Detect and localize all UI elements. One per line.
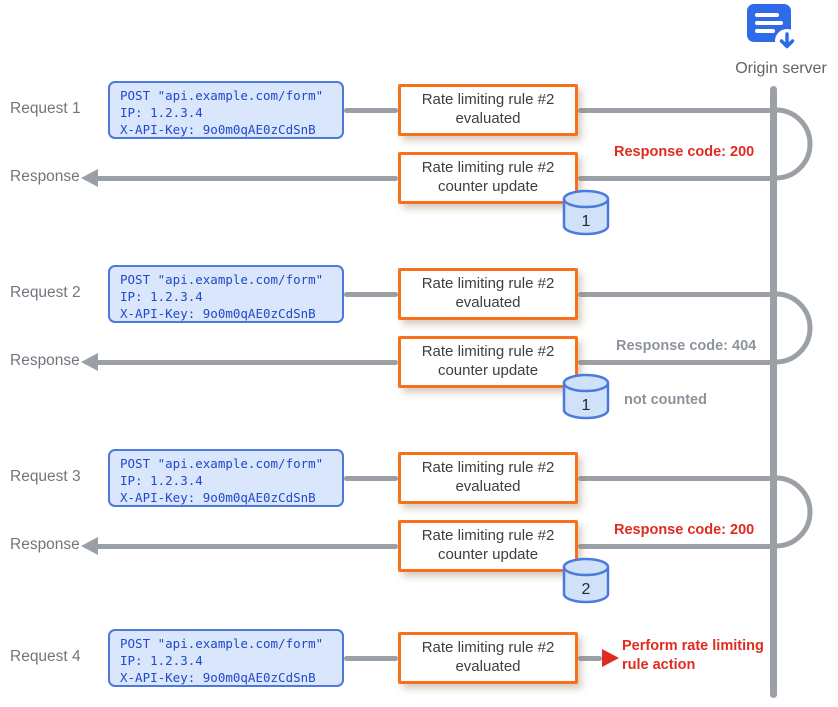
counter-update-box-1: Rate limiting rule #2 counter update bbox=[398, 152, 578, 204]
rule-box-title: Rate limiting rule #2 bbox=[421, 343, 555, 361]
rule-evaluated-box-3: Rate limiting rule #2 evaluated bbox=[398, 452, 578, 504]
rule-box-step: counter update bbox=[437, 178, 539, 195]
request-card-1: POST "api.example.com/form" IP: 1.2.3.4 … bbox=[108, 81, 344, 139]
response-arrow-icon bbox=[81, 537, 98, 555]
counter-database-icon-2: 1 bbox=[560, 372, 612, 422]
request-card-2: POST "api.example.com/form" IP: 1.2.3.4 … bbox=[108, 265, 344, 323]
lane-label-request-3: Request 3 bbox=[10, 468, 81, 485]
web-server-icon bbox=[744, 2, 800, 59]
rule-box-title: Rate limiting rule #2 bbox=[421, 91, 555, 109]
connector-line bbox=[96, 176, 398, 181]
counter-value: 2 bbox=[582, 581, 591, 598]
lane-label-response-1: Response bbox=[10, 168, 80, 185]
request-line-post: POST "api.example.com/form" bbox=[120, 456, 324, 471]
server-lifeline bbox=[770, 86, 777, 698]
connector-line bbox=[578, 476, 772, 481]
request-line-api-key: X-API-Key: 9o0m0qAE0zCdSnB bbox=[120, 670, 316, 685]
request-line-post: POST "api.example.com/form" bbox=[120, 88, 324, 103]
connector-line bbox=[578, 656, 602, 661]
request-line-api-key: X-API-Key: 9o0m0qAE0zCdSnB bbox=[120, 490, 316, 505]
connector-line bbox=[96, 360, 398, 365]
response-code-note-3: Response code: 200 bbox=[614, 522, 755, 538]
lane-label-request-4: Request 4 bbox=[10, 648, 81, 665]
lane-label-response-3: Response bbox=[10, 536, 80, 553]
rule-evaluated-box-1: Rate limiting rule #2 evaluated bbox=[398, 84, 578, 136]
request-line-ip: IP: 1.2.3.4 bbox=[120, 473, 203, 488]
connector-line bbox=[344, 108, 398, 113]
response-arrow-icon bbox=[81, 169, 98, 187]
connector-line bbox=[344, 656, 398, 661]
counter-value: 1 bbox=[582, 397, 591, 414]
rule-box-step: counter update bbox=[437, 546, 539, 563]
request-line-api-key: X-API-Key: 9o0m0qAE0zCdSnB bbox=[120, 122, 316, 137]
connector-line bbox=[344, 476, 398, 481]
rule-box-step: evaluated bbox=[455, 478, 521, 495]
counter-database-icon-3: 2 bbox=[560, 556, 612, 606]
request-line-ip: IP: 1.2.3.4 bbox=[120, 653, 203, 668]
rule-box-step: evaluated bbox=[455, 294, 521, 311]
connector-line bbox=[96, 544, 398, 549]
rule-box-title: Rate limiting rule #2 bbox=[421, 527, 555, 545]
request-line-ip: IP: 1.2.3.4 bbox=[120, 105, 203, 120]
connector-line bbox=[344, 292, 398, 297]
connector-line bbox=[578, 292, 772, 297]
rule-box-step: evaluated bbox=[455, 110, 521, 127]
rule-box-title: Rate limiting rule #2 bbox=[421, 459, 555, 477]
response-code-note-1: Response code: 200 bbox=[614, 144, 755, 160]
request-card-4: POST "api.example.com/form" IP: 1.2.3.4 … bbox=[108, 629, 344, 687]
lane-label-response-2: Response bbox=[10, 352, 80, 369]
request-line-post: POST "api.example.com/form" bbox=[120, 636, 324, 651]
counter-update-box-2: Rate limiting rule #2 counter update bbox=[398, 336, 578, 388]
request-line-api-key: X-API-Key: 9o0m0qAE0zCdSnB bbox=[120, 306, 316, 321]
rule-box-title: Rate limiting rule #2 bbox=[421, 639, 555, 657]
lane-label-request-1: Request 1 bbox=[10, 100, 81, 117]
response-arrow-icon bbox=[81, 353, 98, 371]
counter-database-icon-1: 1 bbox=[560, 188, 612, 238]
rule-evaluated-box-4: Rate limiting rule #2 evaluated bbox=[398, 632, 578, 684]
connector-line bbox=[578, 108, 772, 113]
action-arrow-icon bbox=[602, 649, 619, 667]
connector-line bbox=[578, 176, 772, 181]
lane-label-request-2: Request 2 bbox=[10, 284, 81, 301]
request-line-ip: IP: 1.2.3.4 bbox=[120, 289, 203, 304]
request-card-3: POST "api.example.com/form" IP: 1.2.3.4 … bbox=[108, 449, 344, 507]
rule-action-note: Perform rate limiting rule action bbox=[622, 638, 764, 673]
rule-box-title: Rate limiting rule #2 bbox=[421, 275, 555, 293]
rule-box-step: counter update bbox=[437, 362, 539, 379]
connector-line bbox=[578, 544, 772, 549]
rule-box-step: evaluated bbox=[455, 658, 521, 675]
request-line-post: POST "api.example.com/form" bbox=[120, 272, 324, 287]
server-label: Origin server bbox=[735, 60, 827, 77]
response-code-note-2: Response code: 404 bbox=[616, 338, 757, 354]
not-counted-note: not counted bbox=[624, 392, 707, 408]
connector-line bbox=[578, 360, 772, 365]
counter-value: 1 bbox=[582, 213, 591, 230]
counter-update-box-3: Rate limiting rule #2 counter update bbox=[398, 520, 578, 572]
rule-evaluated-box-2: Rate limiting rule #2 evaluated bbox=[398, 268, 578, 320]
rule-box-title: Rate limiting rule #2 bbox=[421, 159, 555, 177]
